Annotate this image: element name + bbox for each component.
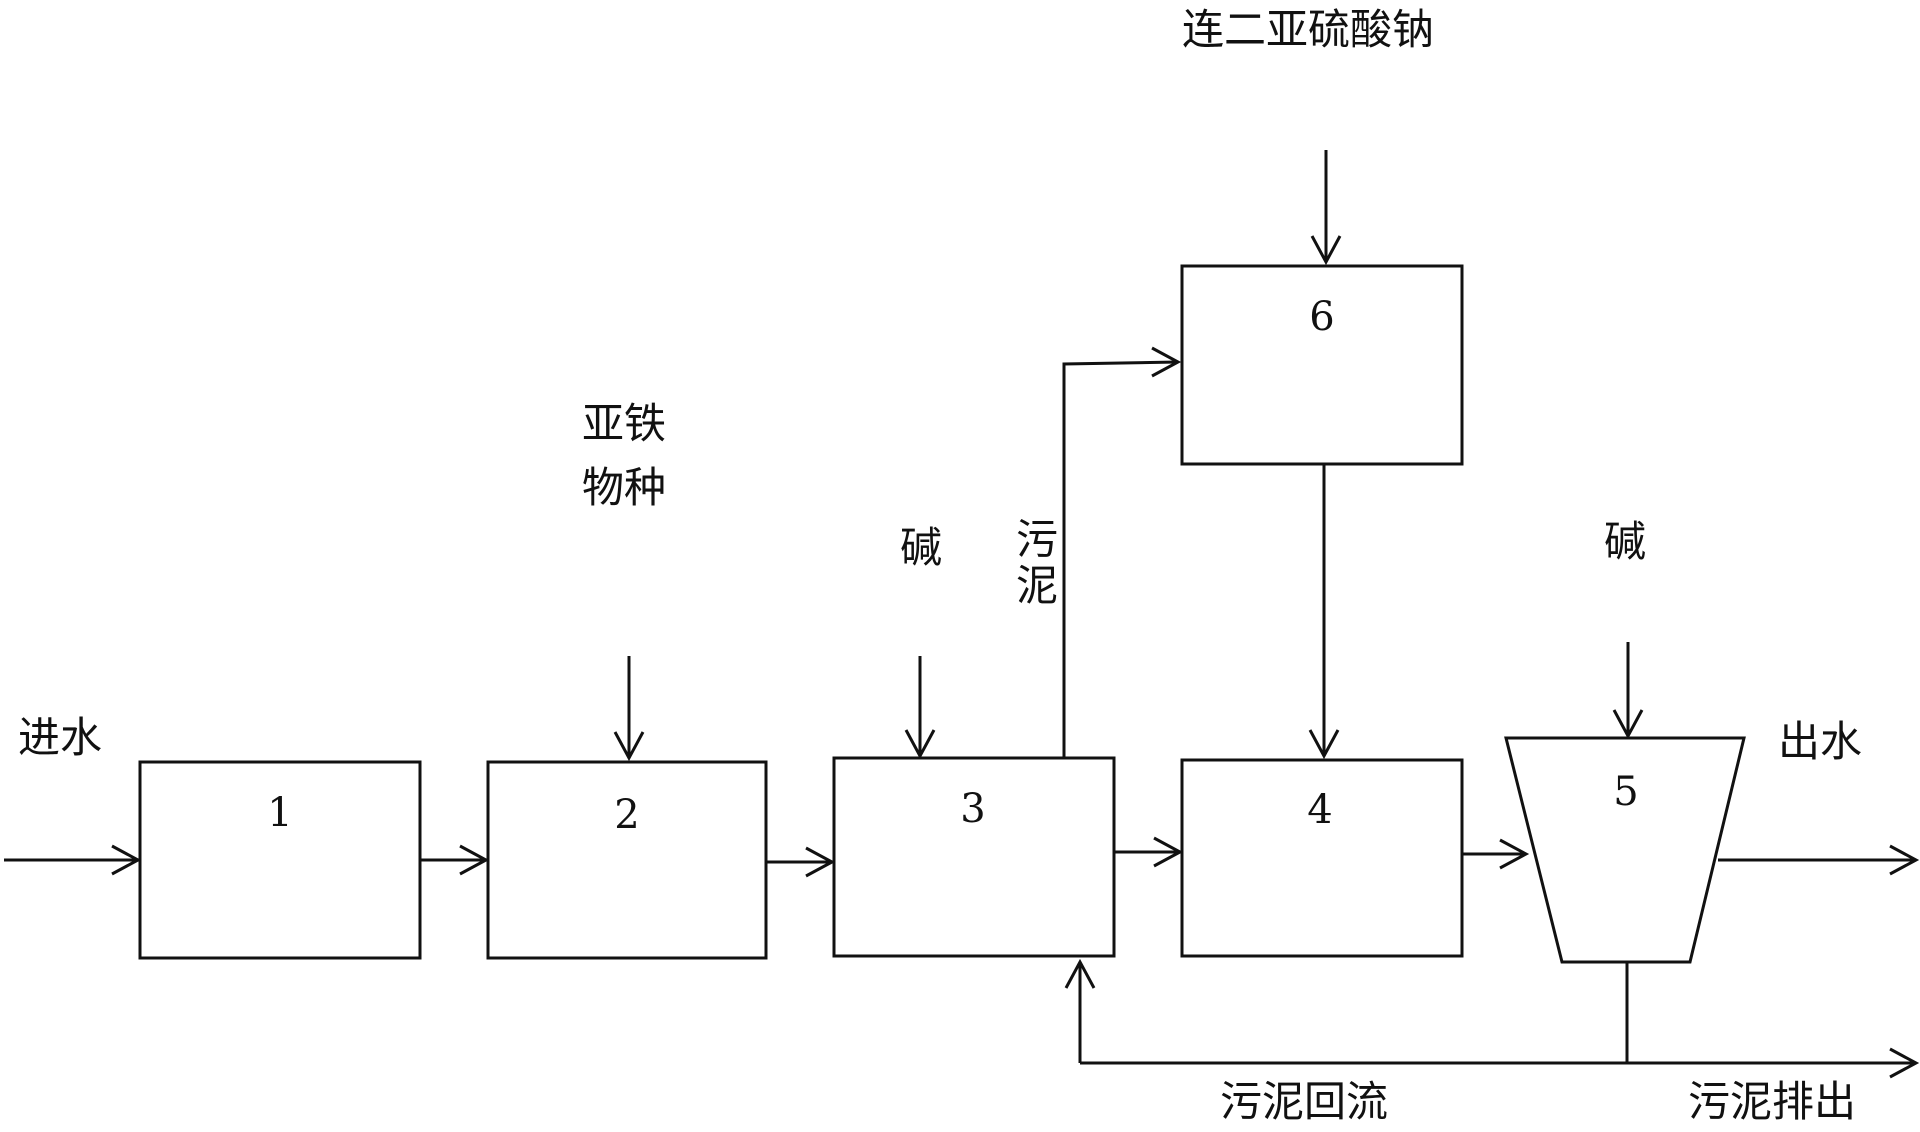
unit-3-box (832, 756, 1116, 958)
alkali-3-label: 碱 (900, 523, 942, 572)
outlet-arrowhead (1889, 844, 1920, 876)
flow-6-4-arrowhead (1308, 729, 1340, 760)
sludge-label-char1: 污 (1016, 515, 1058, 564)
alkali-dose-5-arrowhead (1612, 709, 1644, 740)
sludge-3-6-arrowhead (1151, 346, 1182, 378)
flow-3-4-arrowhead (1153, 836, 1184, 868)
sludge-3-6-line (1062, 360, 1179, 758)
unit-6-box (1180, 264, 1464, 466)
ferrous-dose-arrowhead (613, 731, 645, 762)
unit-1-number: 1 (267, 790, 292, 836)
inlet-label: 进水 (18, 713, 102, 762)
unit-4-box (1180, 758, 1464, 958)
flow-1-2-arrowhead (459, 844, 490, 876)
unit-5-number: 5 (1613, 769, 1638, 815)
unit-3-number: 3 (960, 786, 985, 832)
unit-1-box (138, 760, 422, 960)
sludge-return-label: 污泥回流 (1220, 1077, 1388, 1126)
sludge-return-arrowhead (1064, 958, 1096, 989)
sludge-discharge-label: 污泥排出 (1688, 1077, 1856, 1126)
alkali-5-label: 碱 (1604, 517, 1646, 566)
unit-2-number: 2 (614, 792, 639, 838)
dithionite-dose-arrowhead (1310, 235, 1342, 266)
flow-2-3-arrowhead (805, 846, 836, 878)
unit-4-number: 4 (1307, 787, 1332, 833)
outlet-label: 出水 (1778, 717, 1862, 766)
unit-2-box (486, 760, 768, 960)
flow-4-5-arrowhead (1499, 838, 1530, 870)
ferrous-label-line2: 物种 (582, 463, 666, 512)
inlet-arrowhead (111, 844, 142, 876)
ferrous-label-line1: 亚铁 (582, 399, 666, 448)
sludge-label-char2: 泥 (1016, 561, 1058, 610)
unit-6-number: 6 (1309, 294, 1334, 340)
alkali-dose-3-arrowhead (904, 729, 936, 760)
sludge-discharge-arrowhead (1889, 1047, 1920, 1079)
dithionite-label: 连二亚硫酸钠 (1182, 5, 1434, 54)
unit-5-settler (1504, 736, 1746, 964)
